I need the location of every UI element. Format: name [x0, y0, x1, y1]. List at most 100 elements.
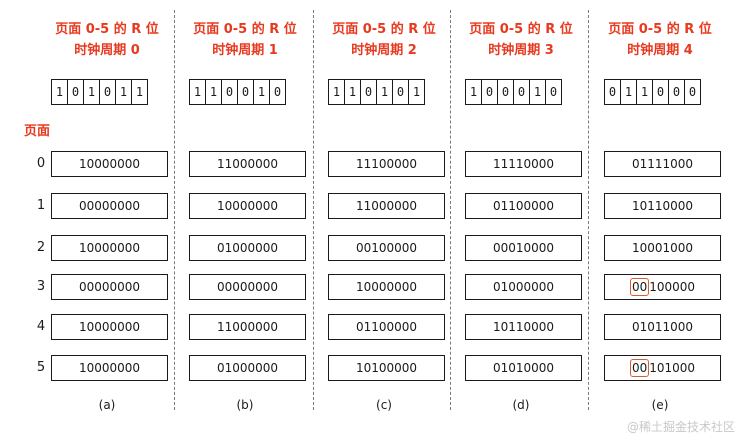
r-bit-cell: 0 [221, 79, 238, 105]
r-bit-cell: 0 [360, 79, 377, 105]
r-bit-cell: 1 [636, 79, 653, 105]
r-bit-cell: 0 [99, 79, 116, 105]
clock-tick-label: 时钟周期 1 [212, 43, 278, 58]
aging-counter: 11110000 [465, 151, 582, 177]
aging-counter: 01000000 [189, 355, 306, 381]
r-bit-cell: 0 [67, 79, 84, 105]
r-bit-cell: 1 [205, 79, 222, 105]
r-bit-cell: 0 [604, 79, 621, 105]
aging-counter: 10001000 [604, 235, 721, 261]
r-bit-cell: 1 [376, 79, 393, 105]
r-bit-cell: 0 [497, 79, 514, 105]
page-axis-label: 页面 [24, 124, 51, 139]
shifted-bits-highlight: 00 [629, 359, 650, 377]
column-divider [174, 10, 175, 410]
aging-counter: 10110000 [604, 193, 721, 219]
aging-counter: 01100000 [328, 314, 445, 340]
r-bit-cell: 1 [408, 79, 425, 105]
aging-counter: 11000000 [189, 314, 306, 340]
aging-counter: 01011000 [604, 314, 721, 340]
aging-counter: 10000000 [328, 274, 445, 300]
column-caption: (a) [98, 398, 116, 412]
page-row-label: 2 [36, 240, 46, 255]
aging-counter: 01000000 [465, 274, 582, 300]
r-bit-cell: 0 [513, 79, 530, 105]
counter-remainder: 100000 [649, 280, 696, 294]
aging-counter: 11000000 [328, 193, 445, 219]
aging-counter: 11100000 [328, 151, 445, 177]
aging-counter: 10110000 [465, 314, 582, 340]
column-title: 页面 0-5 的 R 位 [469, 22, 573, 37]
r-bit-cell: 0 [668, 79, 685, 105]
column-caption: (d) [512, 398, 530, 412]
r-bit-cell: 0 [481, 79, 498, 105]
r-bit-cell: 1 [620, 79, 637, 105]
r-bit-cell: 1 [131, 79, 148, 105]
aging-counter: 00000000 [51, 193, 168, 219]
aging-counter: 10000000 [189, 193, 306, 219]
column-title: 页面 0-5 的 R 位 [608, 22, 712, 37]
clock-tick-label: 时钟周期 3 [488, 43, 554, 58]
shifted-bits-highlight: 00 [629, 278, 650, 296]
r-bit-cell: 0 [652, 79, 669, 105]
r-bit-cell: 1 [344, 79, 361, 105]
page-row-label: 5 [36, 360, 46, 375]
r-bit-cell: 0 [392, 79, 409, 105]
r-bit-cell: 0 [237, 79, 254, 105]
page-row-label: 4 [36, 319, 46, 334]
aging-counter: 10000000 [51, 355, 168, 381]
r-bit-cell: 1 [328, 79, 345, 105]
aging-counter: 01111000 [604, 151, 721, 177]
column-caption: (e) [651, 398, 669, 412]
r-bit-cell: 0 [684, 79, 701, 105]
clock-tick-label: 时钟周期 4 [627, 43, 693, 58]
aging-counter: 01100000 [465, 193, 582, 219]
r-bit-cell: 1 [51, 79, 68, 105]
aging-counter: 11000000 [189, 151, 306, 177]
column-caption: (b) [236, 398, 254, 412]
page-row-label: 0 [36, 156, 46, 171]
column-title: 页面 0-5 的 R 位 [55, 22, 159, 37]
page-row-label: 1 [36, 198, 46, 213]
aging-counter: 10000000 [51, 151, 168, 177]
counter-remainder: 101000 [649, 361, 696, 375]
r-bit-cell: 1 [529, 79, 546, 105]
page-row-label: 3 [36, 279, 46, 294]
aging-counter: 10100000 [328, 355, 445, 381]
r-bit-cell: 0 [269, 79, 286, 105]
column-divider [313, 10, 314, 410]
aging-counter: 00000000 [189, 274, 306, 300]
aging-counter: 00100000 [328, 235, 445, 261]
r-bit-cell: 1 [465, 79, 482, 105]
column-caption: (c) [376, 398, 392, 412]
column-title: 页面 0-5 的 R 位 [332, 22, 436, 37]
aging-counter: 10000000 [51, 314, 168, 340]
column-divider [450, 10, 451, 410]
r-bit-cell: 0 [545, 79, 562, 105]
r-bit-cell: 1 [83, 79, 100, 105]
aging-counter: 00010000 [465, 235, 582, 261]
clock-tick-label: 时钟周期 2 [351, 43, 417, 58]
watermark: @稀土掘金技术社区 [626, 420, 735, 434]
clock-tick-label: 时钟周期 0 [74, 43, 140, 58]
aging-counter: 10000000 [51, 235, 168, 261]
column-divider [588, 10, 589, 410]
aging-counter: 00000000 [51, 274, 168, 300]
aging-counter: 01010000 [465, 355, 582, 381]
aging-counter: 01000000 [189, 235, 306, 261]
column-title: 页面 0-5 的 R 位 [193, 22, 297, 37]
r-bit-cell: 1 [189, 79, 206, 105]
r-bit-cell: 1 [115, 79, 132, 105]
